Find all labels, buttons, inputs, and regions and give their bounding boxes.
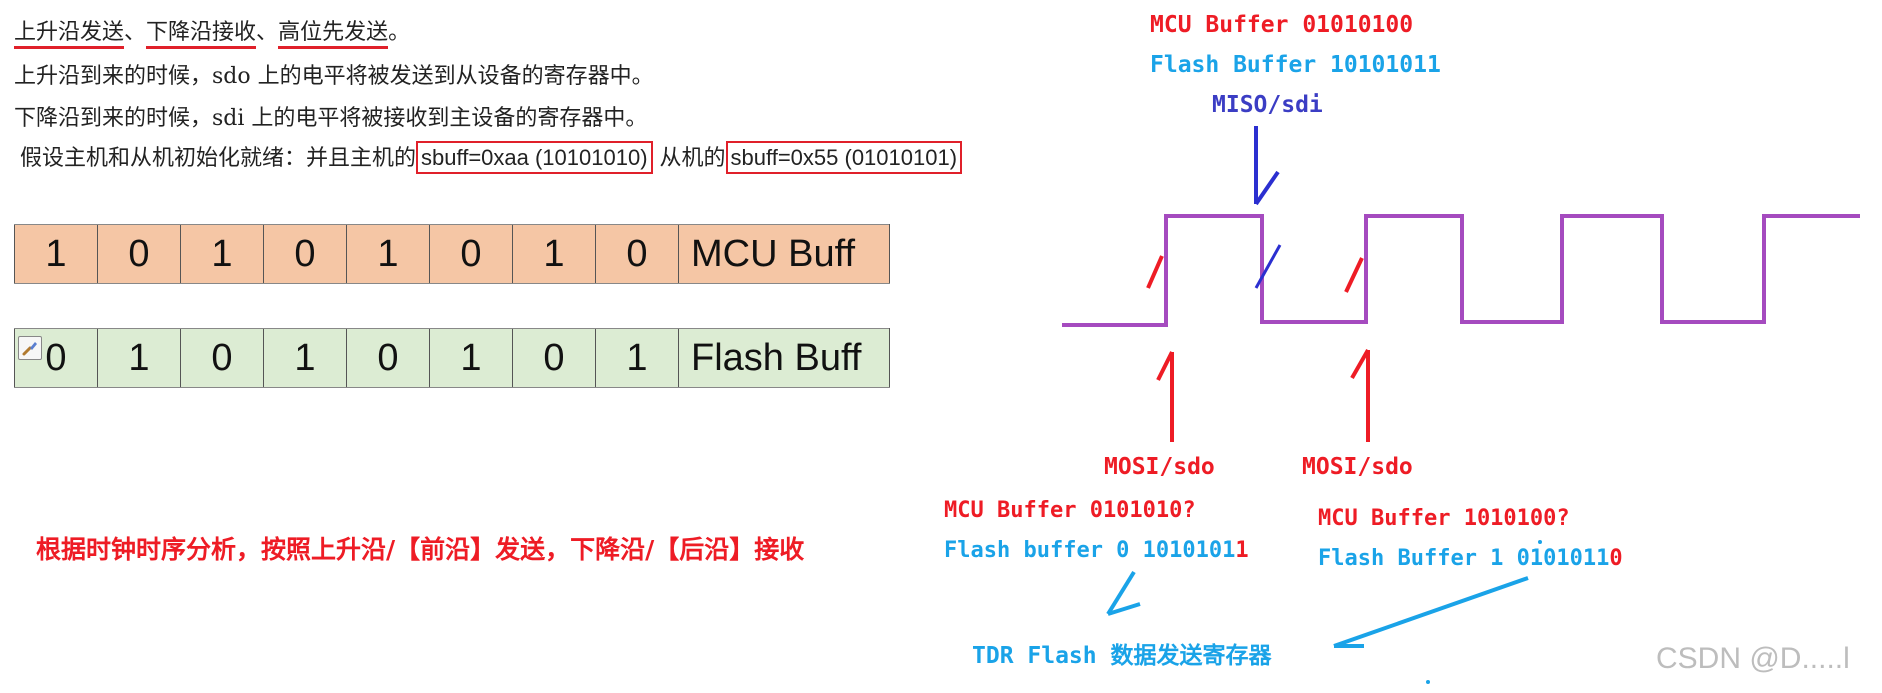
separator: 、 <box>256 20 279 45</box>
master-sbuff-box: sbuff=0xaa (10101010) <box>416 141 653 174</box>
step2-flash-prefix: Flash Buffer 1 0101011 <box>1318 546 1610 571</box>
clock-waveform <box>1062 214 1860 327</box>
mcu-buff-table: 1 0 1 0 1 0 1 0 MCU Buff <box>14 224 890 284</box>
csdn-watermark: CSDN @D.....l <box>1656 642 1850 675</box>
intro-line-1: 上升沿发送、下降沿接收、高位先发送。 <box>14 14 411 49</box>
step2-flash-new-bit: 0 <box>1609 546 1623 571</box>
tdr-pointer-1-head <box>1107 602 1141 616</box>
intro-line-2: 上升沿到来的时候，sdo 上的电平将被发送到从设备的寄存器中。 <box>14 64 654 89</box>
flash-bit-cell: 0 <box>512 328 596 388</box>
assumption-prefix: 假设主机和从机初始化就绪：并且主机的 <box>20 146 417 171</box>
mcu-bit-cell: 1 <box>180 224 264 284</box>
paste-options-icon[interactable] <box>18 336 42 360</box>
flash-bit-cell: 0 <box>180 328 264 388</box>
falling-edge-mark <box>1254 244 1282 289</box>
step1-flash-new-bit: 1 <box>1235 538 1249 563</box>
mosi-label-2: MOSI/sdo <box>1302 454 1413 480</box>
step1-flash-buffer: Flash buffer 0 10101011 <box>944 538 1249 563</box>
mosi-label-1: MOSI/sdo <box>1104 454 1215 480</box>
step2-mcu-buffer: MCU Buffer 1010100? <box>1318 506 1570 531</box>
msb-first-text: 高位先发送 <box>278 20 389 49</box>
rising-edge-mark <box>1146 255 1164 289</box>
stray-dot <box>1538 540 1542 544</box>
separator: 、 <box>124 20 147 45</box>
slave-sbuff-box: sbuff=0x55 (01010101) <box>725 141 963 174</box>
flash-buff-label: Flash Buff <box>678 328 890 388</box>
mcu-bit-cell: 0 <box>595 224 679 284</box>
mosi-arrow-2-head <box>1350 349 1370 379</box>
tdr-flash-prefix: TDR Flash <box>972 643 1111 669</box>
falling-edge-receive-text: 下降沿接收 <box>146 20 257 49</box>
rising-edge-mark <box>1344 257 1364 293</box>
tdr-pointer-1 <box>1106 570 1136 616</box>
rising-edge-send-text: 上升沿发送 <box>14 20 125 49</box>
mcu-bit-cell: 1 <box>512 224 596 284</box>
step1-flash-prefix: Flash buffer 0 1010101 <box>944 538 1236 563</box>
table-row: 1 0 1 0 1 0 1 0 MCU Buff <box>14 224 890 284</box>
analysis-note: 根据时钟时序分析，按照上升沿/【前沿】发送，下降沿/【后沿】接收 <box>36 535 805 564</box>
mcu-buff-label: MCU Buff <box>678 224 890 284</box>
step2-flash-buffer: Flash Buffer 1 01010110 <box>1318 546 1623 571</box>
miso-arrow-head <box>1254 170 1280 206</box>
flash-bit-cell: 1 <box>97 328 181 388</box>
top-flash-buffer-label: Flash Buffer 10101011 <box>1150 52 1441 78</box>
flash-buff-table: 0 1 0 1 0 1 0 1 Flash Buff <box>14 328 890 388</box>
intro-line-3: 下降沿到来的时候，sdi 上的电平将被接收到主设备的寄存器中。 <box>14 106 648 131</box>
step1-mcu-buffer: MCU Buffer 0101010? <box>944 498 1196 523</box>
mcu-bit-cell: 1 <box>346 224 430 284</box>
period: 。 <box>388 20 411 45</box>
mosi-arrow-1-head <box>1156 351 1174 381</box>
stray-dot <box>1426 680 1430 684</box>
tdr-flash-label: TDR Flash 数据发送寄存器 <box>972 636 1271 670</box>
flash-bit-cell: 0 <box>346 328 430 388</box>
miso-label: MISO/sdi <box>1212 92 1323 118</box>
tdr-pointer-2 <box>1333 576 1529 648</box>
flash-bit-cell: 1 <box>595 328 679 388</box>
top-mcu-buffer-label: MCU Buffer 01010100 <box>1150 12 1414 38</box>
mcu-bit-cell: 0 <box>97 224 181 284</box>
tdr-flash-suffix: 数据发送寄存器 <box>1110 643 1272 669</box>
flash-bit-cell: 1 <box>429 328 513 388</box>
assumption-middle: 从机的 <box>659 146 726 171</box>
mcu-bit-cell: 0 <box>429 224 513 284</box>
flash-bit-cell: 1 <box>263 328 347 388</box>
paintbrush-icon <box>22 342 37 356</box>
mcu-bit-cell: 1 <box>14 224 98 284</box>
mcu-bit-cell: 0 <box>263 224 347 284</box>
table-row: 0 1 0 1 0 1 0 1 Flash Buff <box>14 328 890 388</box>
